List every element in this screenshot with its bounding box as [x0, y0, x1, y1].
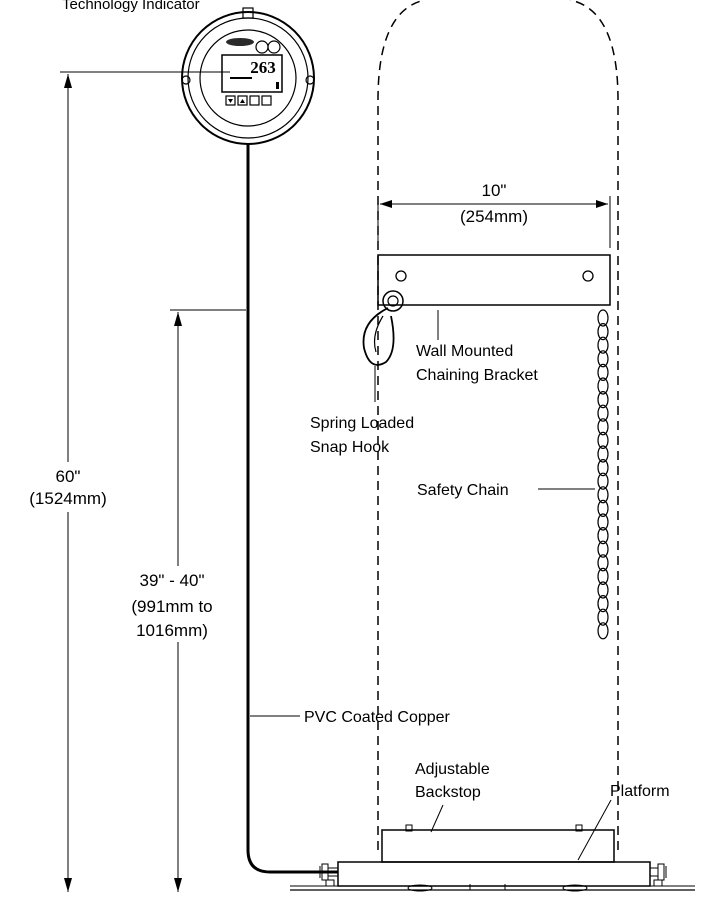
chain-link: [597, 526, 609, 545]
bracket-label-line2: Chaining Bracket: [416, 367, 538, 384]
safety-chain: [597, 309, 609, 640]
total-height-mm-label: (1524mm): [29, 489, 106, 508]
chain-link: [597, 445, 609, 463]
total-height-label: 60": [56, 467, 81, 486]
bracket-label-line1: Wall Mounted: [416, 343, 513, 360]
chain-link: [597, 472, 609, 490]
chain-link: [597, 391, 609, 409]
platform-height-mm-label-2: 1016mm): [136, 621, 208, 640]
down-key[interactable]: [225, 95, 236, 106]
chain-link: [597, 581, 609, 599]
chain-link: [597, 554, 609, 572]
backstop-label-line2: Backstop: [415, 784, 481, 801]
hook-label-line2: Snap Hook: [310, 439, 390, 456]
pvc-cable: [246, 144, 338, 874]
chain-link: [597, 309, 609, 327]
platform: [337, 861, 651, 887]
platform-height-label: 39" - 40": [140, 571, 205, 590]
hook-label-line1: Spring Loaded: [310, 415, 414, 432]
platform-assembly: [290, 824, 695, 892]
chain-link: [597, 622, 609, 640]
platform-label: Platform: [610, 783, 670, 800]
platform-leader: [577, 799, 612, 861]
technology-indicator: 263 Technology Indicator: [62, 0, 315, 145]
display-reading: 263: [250, 58, 276, 77]
chain-link: [597, 377, 609, 395]
chain-link: [597, 431, 609, 449]
width-dimension: 10" (254mm): [377, 181, 611, 248]
chain-link: [597, 594, 609, 613]
chain-link: [597, 513, 609, 531]
chain-link: [597, 567, 609, 586]
chain-label: Safety Chain: [417, 482, 509, 499]
chain-link: [597, 540, 609, 558]
chain-link: [597, 323, 609, 341]
total-height-dimension: 60" (1524mm): [18, 71, 230, 892]
width-dim-mm-label: (254mm): [460, 207, 528, 226]
chain-link: [597, 363, 609, 381]
chain-link: [597, 486, 609, 504]
chain-link: [597, 418, 609, 436]
up-key[interactable]: [237, 95, 248, 106]
backstop-leader: [430, 804, 444, 833]
indicator-label: Technology Indicator: [62, 0, 200, 13]
cylinder-outline: [377, 0, 619, 850]
chain-link: [597, 608, 609, 626]
chain-link: [597, 336, 609, 354]
chain-link: [597, 350, 609, 368]
cable-label: PVC Coated Copper: [304, 709, 451, 726]
lcd-display: [221, 54, 283, 93]
chain-link: [597, 459, 609, 477]
enter-key[interactable]: [249, 95, 260, 106]
platform-height-mm-label-1: (991mm to: [131, 597, 212, 616]
chaining-bracket: [377, 254, 611, 306]
backstop-label-line1: Adjustable: [415, 761, 490, 778]
chain-link: [597, 404, 609, 422]
menu-key[interactable]: [261, 95, 272, 106]
chain-link: [597, 499, 609, 517]
snap-hook: [362, 290, 404, 402]
width-dim-label: 10": [482, 181, 507, 200]
platform-height-dimension: 39" - 40" (991mm to 1016mm): [112, 309, 246, 892]
